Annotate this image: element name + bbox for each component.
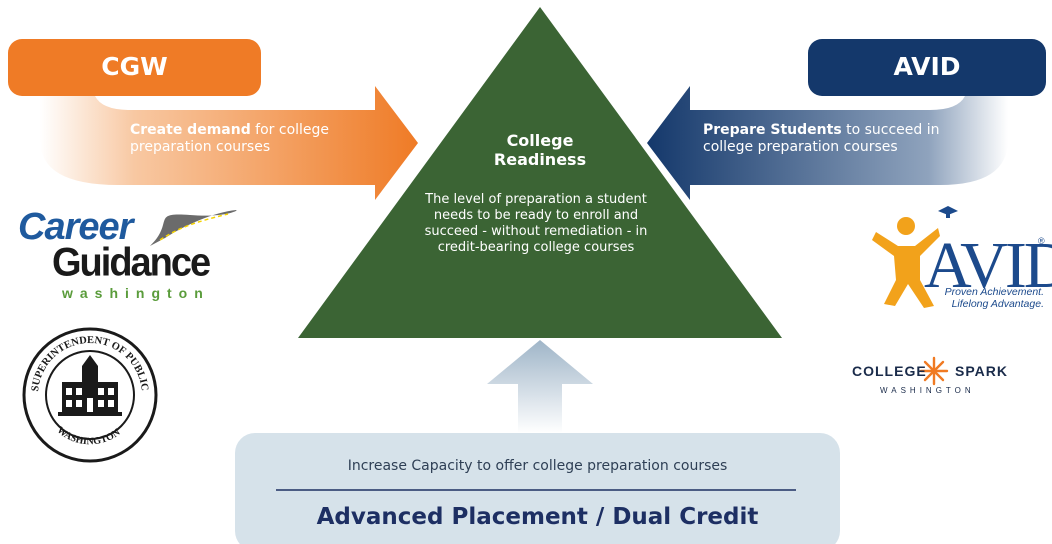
up-arrow: [487, 340, 593, 433]
capacity-box: [235, 433, 840, 544]
college-spark-right: SPARK: [955, 363, 1008, 379]
avid-description: Prepare Students to succeed in college p…: [703, 122, 993, 156]
avid-description-rest: to succeed in college preparation course…: [703, 122, 940, 155]
college-spark-sub: WASHINGTON: [880, 386, 975, 395]
career-guidance-logo-line3: washington: [62, 285, 210, 301]
spark-icon: [919, 356, 949, 386]
cgw-description-bold: Create demand: [130, 122, 251, 138]
avid-figure-icon: [872, 206, 958, 308]
college-readiness-triangle: [298, 7, 782, 338]
avid-description-bold: Prepare Students: [703, 122, 842, 138]
avid-logo-word: AVID: [924, 229, 1052, 302]
cgw-tab-label: CGW: [101, 52, 168, 81]
triangle-title: College Readiness: [493, 131, 587, 169]
avid-tagline-1: Proven Achievement.: [944, 286, 1044, 298]
road-icon: [150, 210, 237, 246]
college-spark-left: COLLEGE: [852, 363, 927, 379]
cgw-arrow: [40, 86, 418, 200]
career-guidance-logo-line2: Guidance: [52, 240, 211, 286]
career-guidance-logo-line1: Career: [18, 206, 133, 248]
cgw-tab: [8, 39, 261, 96]
avid-logo-registered: ®: [1038, 236, 1045, 246]
capacity-line: Increase Capacity to offer college prepa…: [347, 458, 728, 474]
capacity-title: Advanced Placement / Dual Credit: [316, 504, 759, 530]
avid-tab: [808, 39, 1046, 96]
cgw-description: Create demand for college preparation co…: [130, 122, 400, 156]
triangle-body: The level of preparation a student needs…: [424, 192, 648, 255]
avid-tab-label: AVID: [893, 52, 961, 81]
avid-arrow: [647, 86, 1008, 200]
avid-tagline-2: Lifelong Advantage.: [951, 298, 1044, 310]
cgw-description-rest: for college preparation courses: [130, 122, 330, 155]
